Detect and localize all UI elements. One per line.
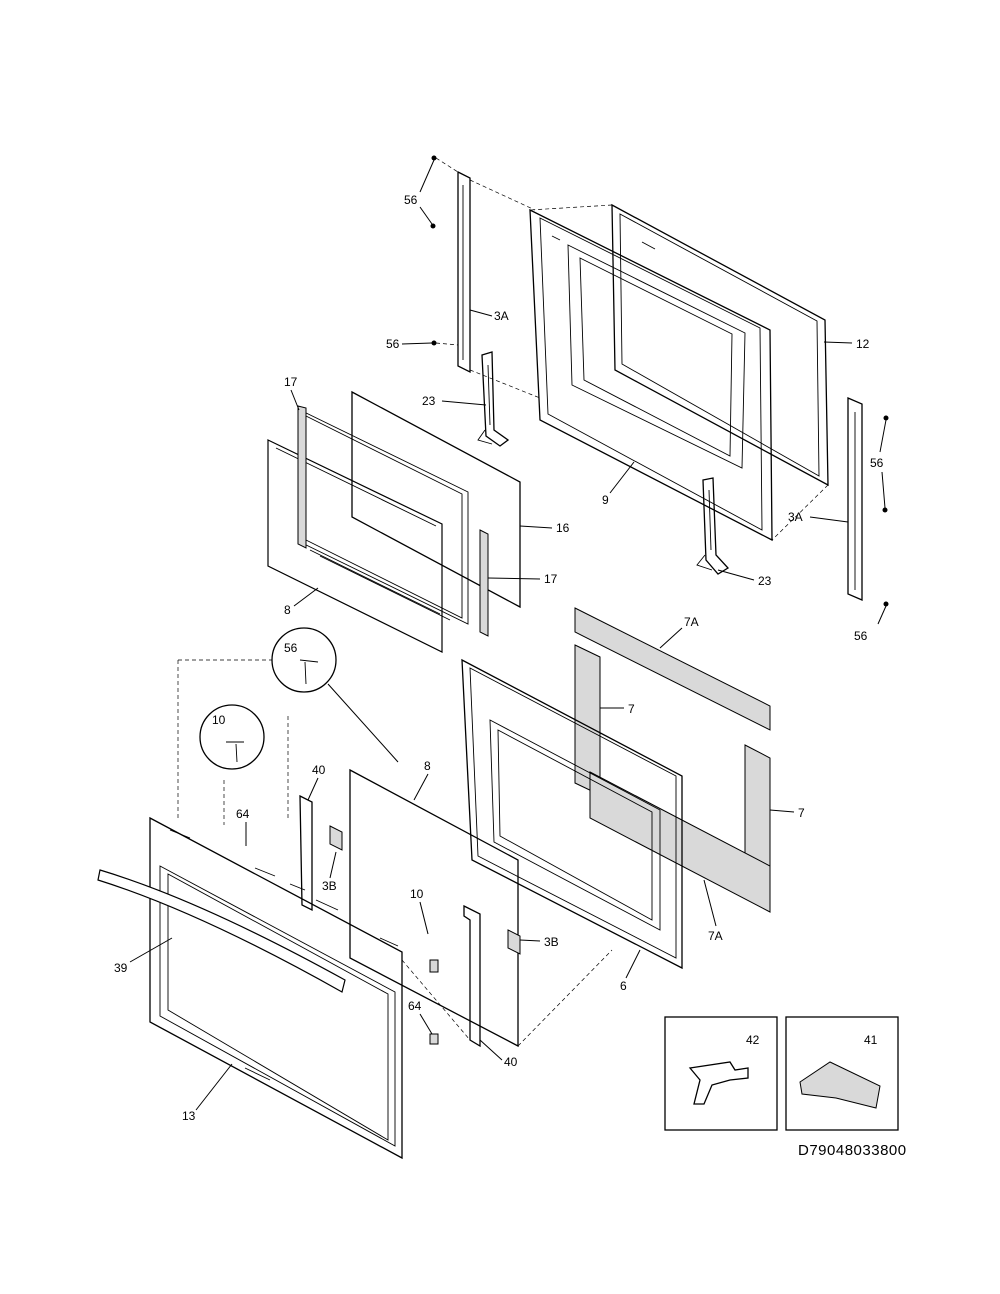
callout-8-upper: 8 bbox=[284, 603, 291, 617]
side-trim-right bbox=[847, 397, 889, 625]
door-inner-liner bbox=[529, 208, 773, 542]
callout-10-detail: 10 bbox=[212, 713, 226, 727]
callout-8-lower: 8 bbox=[424, 759, 431, 773]
callout-17-bottom: 17 bbox=[544, 572, 558, 586]
hinge-left bbox=[477, 351, 510, 447]
hinge-right bbox=[696, 477, 730, 575]
callout-7A-top: 7A bbox=[684, 615, 699, 629]
drawing-number: D79048033800 bbox=[798, 1142, 907, 1159]
callout-10-lower: 10 bbox=[410, 887, 424, 901]
callout-3B-right: 3B bbox=[544, 935, 559, 949]
inset-box-41 bbox=[785, 1016, 899, 1131]
callout-56-top: 56 bbox=[404, 193, 418, 207]
detail-circle-56 bbox=[178, 627, 399, 763]
spacer-64 bbox=[429, 959, 439, 1045]
door-outer-frame bbox=[529, 203, 829, 541]
callout-23-left: 23 bbox=[422, 394, 436, 408]
callout-64-top: 64 bbox=[236, 807, 250, 821]
callout-56-bottom-right: 56 bbox=[854, 629, 868, 643]
inset-box-42 bbox=[664, 1016, 778, 1131]
callout-3A-right: 3A bbox=[788, 510, 803, 524]
callout-6: 6 bbox=[620, 979, 627, 993]
callout-7-right: 7 bbox=[798, 806, 805, 820]
screw-56-top-left bbox=[419, 155, 459, 346]
callout-17-top: 17 bbox=[284, 375, 298, 389]
callout-3A-left: 3A bbox=[494, 309, 509, 323]
callout-12: 12 bbox=[856, 337, 870, 351]
insulation-bottom-7A bbox=[589, 771, 771, 913]
bracket-3B-left bbox=[329, 825, 343, 851]
side-trim-left bbox=[457, 170, 541, 399]
callout-16: 16 bbox=[556, 521, 570, 535]
callout-13: 13 bbox=[182, 1109, 196, 1123]
callout-9: 9 bbox=[602, 493, 609, 507]
callout-42: 42 bbox=[746, 1033, 760, 1047]
glass-retainer-17 bbox=[297, 405, 489, 637]
detail-circle-10 bbox=[199, 704, 265, 770]
callout-3B-left: 3B bbox=[322, 879, 337, 893]
callout-56-detail: 56 bbox=[284, 641, 298, 655]
callout-56-mid-left: 56 bbox=[386, 337, 400, 351]
bracket-3B-right bbox=[507, 929, 521, 955]
glass-pack-16 bbox=[299, 390, 521, 625]
callout-23-right: 23 bbox=[758, 574, 772, 588]
door-handle bbox=[97, 869, 346, 993]
callout-41: 41 bbox=[864, 1033, 878, 1047]
callout-56-right: 56 bbox=[870, 456, 884, 470]
insulation-top-7A bbox=[574, 607, 771, 731]
door-outer-panel bbox=[149, 816, 403, 1160]
callout-64-lower: 64 bbox=[408, 999, 422, 1013]
window-glass-upper bbox=[267, 439, 443, 653]
callout-40-right: 40 bbox=[504, 1055, 518, 1069]
dashed-guides bbox=[177, 660, 613, 1047]
bracket-40-left bbox=[299, 794, 313, 912]
door-inner-frame bbox=[461, 658, 683, 970]
bracket-40-right bbox=[463, 904, 481, 1048]
callout-7-upper: 7 bbox=[628, 702, 635, 716]
callout-7A-bottom: 7A bbox=[708, 929, 723, 943]
callout-40-left: 40 bbox=[312, 763, 326, 777]
callout-39: 39 bbox=[114, 961, 128, 975]
